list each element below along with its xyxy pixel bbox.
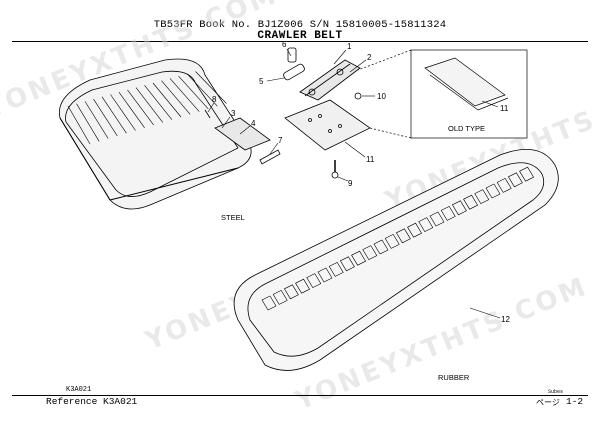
callout-4: 4 bbox=[251, 119, 256, 128]
page-title: CRAWLER BELT bbox=[257, 30, 343, 42]
caption-steel: STEEL bbox=[221, 213, 245, 222]
footer-page-label-sub: Subes bbox=[548, 389, 564, 395]
rubber-lug bbox=[261, 295, 277, 311]
rubber-lug bbox=[283, 284, 299, 300]
steel-shoe bbox=[118, 92, 145, 128]
steel-shoe bbox=[169, 78, 200, 112]
steel-shoe bbox=[101, 96, 127, 134]
rubber-lug bbox=[429, 211, 445, 227]
rubber-lug bbox=[317, 267, 333, 283]
steel-shoe bbox=[93, 98, 118, 137]
footer-reference: Reference K3A021 bbox=[46, 396, 138, 407]
rubber-lug bbox=[418, 217, 434, 232]
callout-7: 7 bbox=[278, 136, 283, 145]
bottom-rule bbox=[12, 395, 588, 396]
top-rule bbox=[12, 41, 588, 42]
rubber-lug bbox=[384, 234, 400, 249]
rubber-lug bbox=[496, 178, 512, 193]
track-link-assembly bbox=[204, 47, 371, 179]
rubber-lug bbox=[474, 189, 490, 204]
callout-1: 1 bbox=[347, 42, 352, 51]
rubber-lug bbox=[339, 256, 355, 272]
steel-shoe bbox=[195, 71, 227, 104]
callout-11-old-type: 11 bbox=[500, 104, 509, 113]
header-info: TB53FR Book No. BJ1Z006 S/N 15810005-158… bbox=[153, 19, 447, 31]
rubber-lug bbox=[407, 222, 423, 238]
rubber-lug bbox=[395, 228, 411, 244]
steel-shoe bbox=[186, 73, 218, 107]
callout-12: 12 bbox=[501, 315, 510, 324]
rubber-lug bbox=[519, 166, 535, 182]
callout-10: 10 bbox=[377, 92, 386, 101]
rubber-lug bbox=[463, 194, 479, 210]
caption-old-type: OLD TYPE bbox=[448, 124, 485, 133]
steel-shoe bbox=[127, 89, 154, 126]
steel-shoe bbox=[144, 85, 173, 120]
footer-code: K3A021 bbox=[66, 386, 92, 394]
steel-shoe bbox=[161, 80, 191, 115]
steel-shoe bbox=[110, 94, 136, 131]
callout-11: 11 bbox=[366, 155, 375, 164]
steel-crawler-track bbox=[58, 58, 252, 210]
caption-rubber: RUBBER bbox=[438, 373, 470, 382]
steel-shoe bbox=[67, 105, 91, 145]
rubber-lug bbox=[485, 183, 501, 199]
callout-5: 5 bbox=[259, 77, 264, 86]
old-type-inset bbox=[357, 49, 528, 139]
steel-shoe bbox=[135, 87, 164, 123]
rubber-lug bbox=[328, 262, 344, 277]
rubber-lug bbox=[451, 200, 467, 216]
rubber-lug bbox=[306, 273, 322, 288]
callout-6: 6 bbox=[282, 40, 287, 49]
rubber-lug bbox=[295, 278, 311, 294]
steel-shoe bbox=[152, 82, 182, 118]
rubber-lug bbox=[351, 250, 367, 266]
steel-shoe bbox=[178, 75, 209, 110]
leader-lines bbox=[207, 48, 501, 319]
callout-2: 2 bbox=[367, 53, 372, 62]
rubber-crawler-track bbox=[233, 149, 559, 371]
rubber-lug bbox=[373, 239, 389, 255]
callout-3: 3 bbox=[231, 109, 236, 118]
steel-shoe bbox=[76, 103, 100, 142]
callout-9: 9 bbox=[348, 179, 353, 188]
rubber-lug bbox=[272, 290, 288, 305]
footer-page-number: 1-2 bbox=[566, 396, 584, 407]
rubber-lug bbox=[440, 206, 456, 221]
footer-page-label: ページ bbox=[536, 399, 560, 408]
rubber-lug bbox=[507, 172, 523, 188]
steel-shoe bbox=[84, 101, 109, 139]
rubber-lug bbox=[362, 245, 378, 260]
callout-8: 8 bbox=[212, 95, 217, 104]
